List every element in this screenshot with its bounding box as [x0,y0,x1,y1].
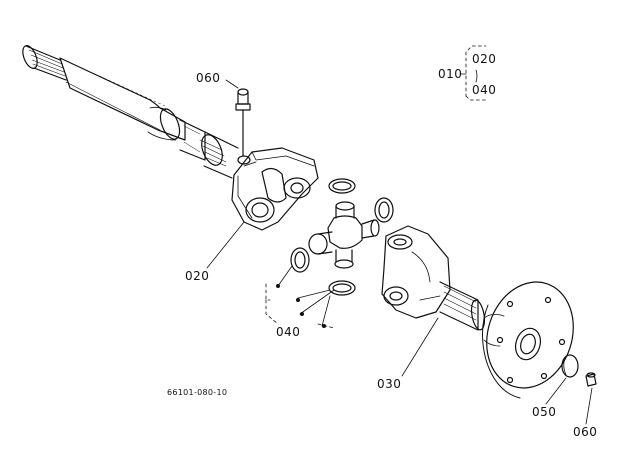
snap-rings [290,178,394,296]
upper-yoke [231,147,319,231]
label-part-030: 030 [377,377,402,391]
axle-shaft [22,45,251,179]
group-bracket-040 [265,265,335,329]
stub-shaft [439,281,486,331]
leader-lines [206,79,593,425]
lower-yoke [381,225,451,319]
grease-fitting-upper [235,88,251,157]
legend-bracket [459,45,487,101]
label-part-060-bottom: 060 [573,425,598,439]
grease-fitting-lower [585,372,597,387]
flange [482,281,574,399]
cross-spider [308,201,380,269]
label-part-040-legend: 040 [472,83,497,97]
label-part-010: 010 [438,67,463,81]
retaining-ring [561,354,579,378]
label-part-060-top: 060 [196,71,221,85]
drawing-number: 66101-080-10 [167,388,228,397]
label-part-020-legend: 020 [472,52,497,66]
label-part-020: 020 [185,269,210,283]
label-part-040: 040 [276,325,301,339]
label-part-050: 050 [532,405,557,419]
